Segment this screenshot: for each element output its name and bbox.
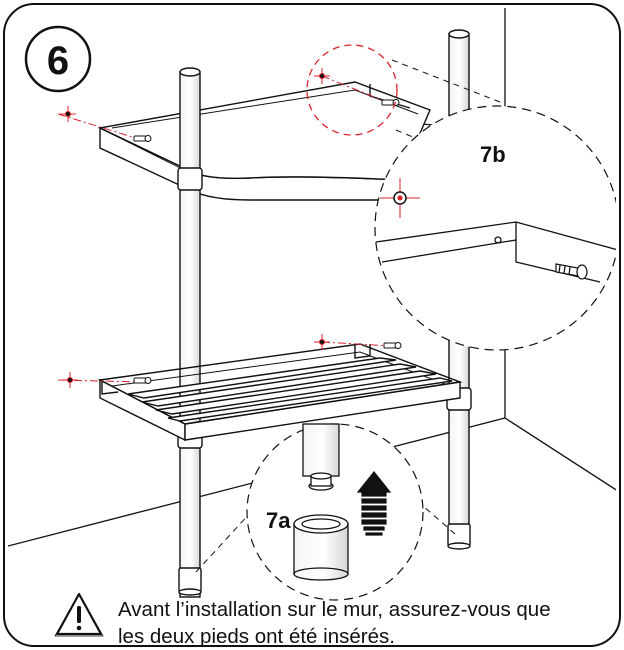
- detail-target-circle: [306, 44, 398, 136]
- leg-end-detail: [302, 423, 340, 491]
- plug-mark-upper-left: [60, 106, 76, 122]
- callout-7b-detail: 7b: [374, 105, 616, 351]
- screw-icon: [383, 342, 402, 349]
- plug-mark-lower-left: [62, 372, 78, 388]
- plug-mark-lower-right: [314, 334, 330, 350]
- callout-7a-label: 7a: [266, 508, 291, 533]
- screw-detail-icon: [555, 263, 588, 280]
- insert-arrow-icon: [356, 471, 392, 536]
- screws: [133, 99, 402, 384]
- foot-cap-detail: [293, 514, 349, 581]
- callout-7b-leaders: [391, 59, 501, 141]
- warning-line-1: Avant l’installation sur le mur, assurez…: [118, 598, 551, 621]
- plug-mark-detail: [380, 178, 420, 218]
- screw-icon: [381, 99, 400, 106]
- callout-7b-label: 7b: [480, 142, 506, 167]
- lower-rack: [97, 343, 463, 442]
- plug-mark-upper-right: [314, 68, 330, 84]
- screw-icon: [133, 135, 152, 142]
- warning-triangle-icon: [54, 592, 104, 637]
- step-badge: 6: [24, 25, 92, 93]
- left-leg: [177, 67, 203, 598]
- screw-icon: [133, 377, 152, 384]
- warning-line-2: les deux pieds ont été insérés.: [118, 625, 395, 648]
- callout-7a-detail: 7a: [246, 423, 424, 601]
- panel-frame: [3, 3, 621, 647]
- warning-message: Avant l’installation sur le mur, assurez…: [118, 596, 612, 650]
- wall-plug-marks: [60, 68, 330, 388]
- step-number: 6: [47, 39, 69, 83]
